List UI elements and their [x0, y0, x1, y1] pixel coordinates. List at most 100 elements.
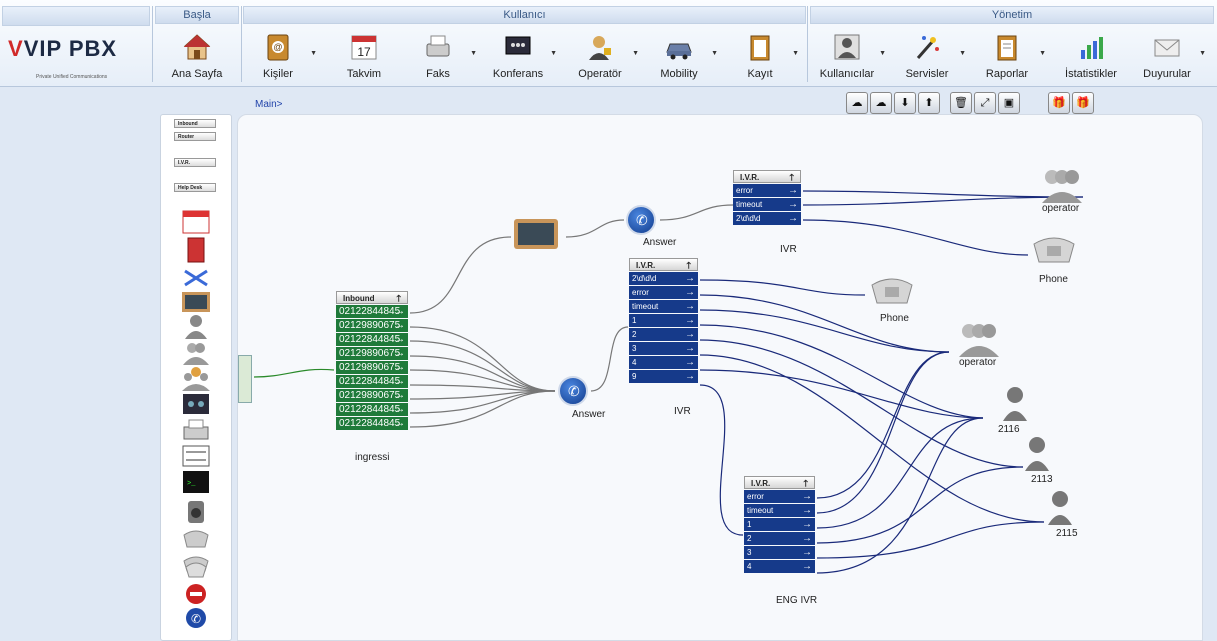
- ivr-option[interactable]: 9→: [629, 370, 698, 383]
- chevron-down-icon[interactable]: ▼: [632, 50, 639, 57]
- ivr-option[interactable]: error→: [733, 184, 801, 197]
- operator-button[interactable]: Operatör▼: [565, 28, 639, 82]
- export-icon[interactable]: ⬆: [918, 92, 940, 114]
- raporlar-button[interactable]: Raporlar▼: [972, 28, 1046, 82]
- ivr-option[interactable]: 2\d\d\d→: [629, 272, 698, 285]
- fit-screen-icon[interactable]: ▣: [998, 92, 1020, 114]
- kullanicilar-button[interactable]: Kullanıcılar▼: [812, 28, 886, 82]
- arrow-up-icon[interactable]: 🡑: [686, 260, 691, 270]
- user-icon[interactable]: [1001, 385, 1029, 421]
- flow-canvas[interactable]: Inbound🡑 02122844845→ 02129890675→ 02122…: [237, 114, 1203, 641]
- chevron-down-icon[interactable]: ▼: [959, 50, 966, 57]
- fullscreen-icon[interactable]: ⤢: [974, 92, 996, 114]
- ana-sayfa-button[interactable]: Ana Sayfa: [162, 28, 232, 82]
- cloud-download-icon[interactable]: ☁: [846, 92, 868, 114]
- user-icon[interactable]: [181, 313, 211, 339]
- ivr-option[interactable]: timeout→: [744, 504, 815, 517]
- ivr-option[interactable]: error→: [629, 286, 698, 299]
- inbound-number[interactable]: 02129890675→: [336, 389, 408, 402]
- ivr-option[interactable]: timeout→: [733, 198, 801, 211]
- ivr-node[interactable]: I.V.R.🡑 2\d\d\d→ error→ timeout→ 1→ 2→ 3…: [629, 258, 698, 383]
- conference-icon[interactable]: [181, 391, 211, 417]
- shuffle-icon[interactable]: [181, 265, 211, 291]
- chalkboard-icon[interactable]: [181, 289, 211, 315]
- terminal-icon[interactable]: >_: [181, 469, 211, 495]
- phone-icon[interactable]: [181, 525, 211, 551]
- konferans-button[interactable]: Konferans▼: [483, 28, 557, 82]
- inbound-number[interactable]: 02122844845→: [336, 403, 408, 416]
- inbound-node[interactable]: Inbound🡑 02122844845→ 02129890675→ 02122…: [336, 291, 408, 430]
- ivr-option[interactable]: error→: [744, 490, 815, 503]
- inbound-number[interactable]: 02122844845→: [336, 417, 408, 430]
- chevron-down-icon[interactable]: ▼: [711, 50, 718, 57]
- ivr-option[interactable]: 2→: [744, 532, 815, 545]
- inbound-number[interactable]: 02122844845→: [336, 375, 408, 388]
- chevron-down-icon[interactable]: ▼: [1039, 50, 1046, 57]
- inbound-number[interactable]: 02129890675→: [336, 347, 408, 360]
- user-group-icon[interactable]: [181, 339, 211, 365]
- inbound-number[interactable]: 02129890675→: [336, 319, 408, 332]
- ivr-option[interactable]: 3→: [744, 546, 815, 559]
- mobility-button[interactable]: Mobility▼: [644, 28, 718, 82]
- address-book-icon[interactable]: [181, 237, 211, 263]
- chalkboard-node[interactable]: [514, 219, 558, 249]
- chevron-down-icon[interactable]: ▼: [1199, 50, 1206, 57]
- ivr-option[interactable]: 1→: [629, 314, 698, 327]
- chevron-down-icon[interactable]: ▼: [550, 50, 557, 57]
- phone-icon[interactable]: [1031, 230, 1077, 266]
- hangup-icon[interactable]: [181, 581, 211, 607]
- ivr-option[interactable]: timeout→: [629, 300, 698, 313]
- inbound-number[interactable]: 02122844845→: [336, 333, 408, 346]
- ivr-option[interactable]: 3→: [629, 342, 698, 355]
- ivr-option[interactable]: 2→: [629, 328, 698, 341]
- trash-icon[interactable]: 🗑: [950, 92, 972, 114]
- duyurular-button[interactable]: Duyurular▼: [1132, 28, 1206, 82]
- istatistikler-button[interactable]: İstatistikler: [1056, 28, 1126, 82]
- eng-ivr-node[interactable]: I.V.R.🡑 error→ timeout→ 1→ 2→ 3→ 4→: [744, 476, 815, 573]
- ivr-option[interactable]: 4→: [629, 356, 698, 369]
- kayit-button[interactable]: Kayıt▼: [725, 28, 799, 82]
- ivr-option[interactable]: 1→: [744, 518, 815, 531]
- answer-node[interactable]: ✆: [626, 205, 656, 235]
- user-icon[interactable]: [1023, 435, 1051, 471]
- switch-icon[interactable]: [181, 443, 211, 469]
- breadcrumb[interactable]: Main>: [255, 99, 283, 110]
- servisler-button[interactable]: Servisler▼: [892, 28, 966, 82]
- chevron-down-icon[interactable]: ▼: [470, 50, 477, 57]
- answer-node[interactable]: ✆: [558, 376, 588, 406]
- operator-group-icon[interactable]: [181, 365, 211, 391]
- palette-router[interactable]: Router: [174, 132, 216, 141]
- chevron-down-icon[interactable]: ▼: [310, 50, 317, 57]
- operator-group-icon[interactable]: [1038, 167, 1086, 203]
- inbound-number[interactable]: 02122844845→: [336, 305, 408, 318]
- chevron-down-icon[interactable]: ▼: [879, 50, 886, 57]
- palette-helpdesk[interactable]: Help Desk: [174, 183, 216, 192]
- start-node[interactable]: [238, 355, 252, 403]
- chevron-down-icon[interactable]: ▼: [792, 50, 799, 57]
- inbound-number[interactable]: 02129890675→: [336, 361, 408, 374]
- fax-icon[interactable]: [181, 417, 211, 443]
- ivr-option[interactable]: 2\d\d\d→: [733, 212, 801, 225]
- phone-icon[interactable]: [869, 271, 915, 307]
- import-icon[interactable]: ⬇: [894, 92, 916, 114]
- takvim-button[interactable]: 17 Takvim: [329, 28, 399, 82]
- arrow-up-icon[interactable]: 🡑: [789, 172, 794, 182]
- operator-group-icon[interactable]: [955, 321, 1003, 357]
- palette-inbound[interactable]: Inbound: [174, 119, 216, 128]
- phone-group-icon[interactable]: [181, 553, 211, 579]
- ivr-node[interactable]: I.V.R.🡑 error→ timeout→ 2\d\d\d→: [733, 170, 801, 225]
- ivr-option[interactable]: 4→: [744, 560, 815, 573]
- cloud-upload-icon[interactable]: ☁: [870, 92, 892, 114]
- faks-button[interactable]: Faks▼: [403, 28, 477, 82]
- calendar-icon[interactable]: [181, 209, 211, 235]
- speaker-icon[interactable]: [181, 499, 211, 525]
- gift-icon[interactable]: 🎁: [1072, 92, 1094, 114]
- answer-icon[interactable]: ✆: [181, 605, 211, 631]
- arrow-up-icon[interactable]: 🡑: [396, 293, 401, 303]
- phone-label: Phone: [880, 313, 909, 324]
- arrow-up-icon[interactable]: 🡑: [803, 478, 808, 488]
- kisiler-button[interactable]: @ Kişiler▼: [243, 28, 317, 82]
- user-icon[interactable]: [1046, 489, 1074, 525]
- gift-icon[interactable]: 🎁: [1048, 92, 1070, 114]
- palette-ivr[interactable]: I.V.R.: [174, 158, 216, 167]
